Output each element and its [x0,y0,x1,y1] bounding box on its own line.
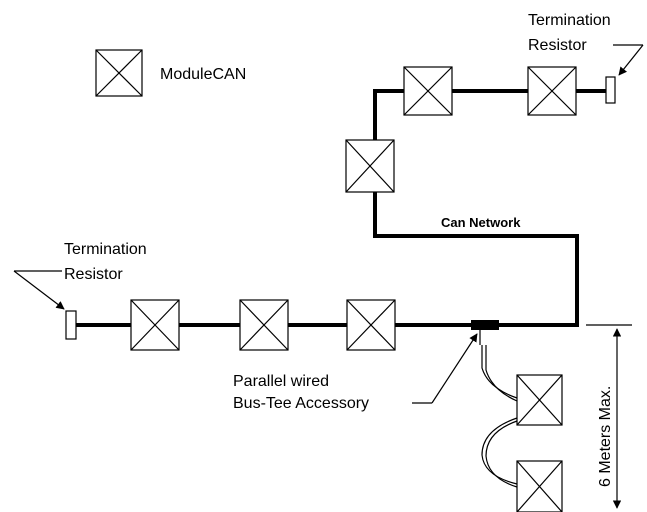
drop-line [481,345,518,399]
arrow-line [618,44,644,76]
termination-label-left-line2: Resistor [64,266,123,283]
drop-line [485,345,518,402]
bus-tee-label-line1: Parallel wired [233,373,329,390]
arrow-line [13,270,65,310]
bus-tee-label-line2: Bus-Tee Accessory [233,395,369,412]
module-icon [516,460,563,512]
drop-line [481,417,518,485]
termination-label-left-line1: Termination [64,241,147,258]
max-distance-label: 6 Meters Max. [597,386,614,487]
drop-line [485,420,518,488]
can-network-label: Can Network [441,215,521,230]
module-icon [345,139,395,193]
module-icon [239,299,289,351]
module-icon [516,374,563,426]
resistor-icon [605,76,616,104]
arrow-line [431,333,478,404]
upper-bus-line [66,89,612,327]
termination-label-top-line2: Resistor [528,37,587,54]
legend-module-icon [95,49,143,97]
bus-tee-icon [471,320,499,330]
termination-label-top-line1: Termination [528,12,611,29]
resistor-icon [65,310,77,340]
legend-module-label: ModuleCAN [160,66,246,83]
module-icon [403,66,453,116]
module-icon [527,66,577,116]
module-icon [346,299,396,351]
module-icon [130,299,180,351]
